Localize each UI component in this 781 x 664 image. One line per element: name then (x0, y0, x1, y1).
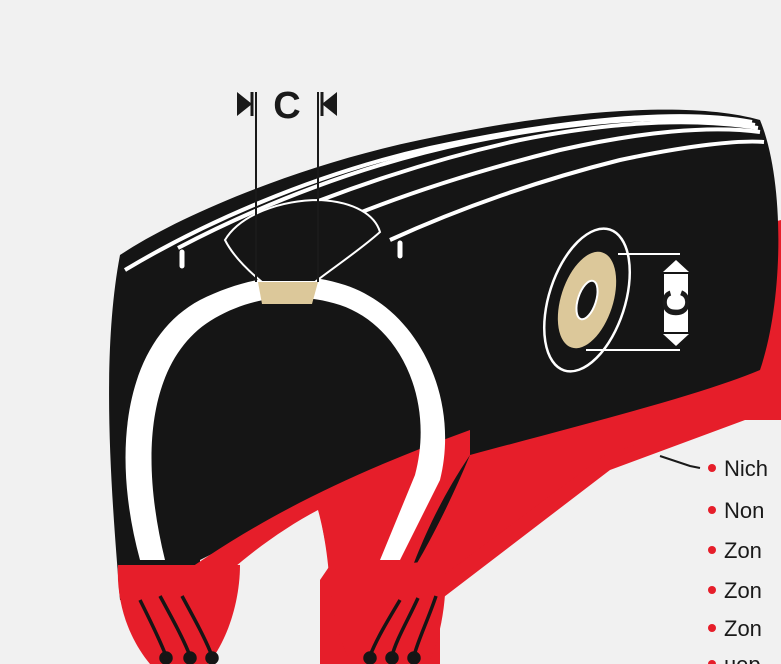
legend-bullet (708, 506, 716, 514)
legend-item: Zon (724, 538, 762, 563)
legend-item: Zon (724, 616, 762, 641)
right-inward-triangle-icon (322, 92, 337, 116)
right-bead-red (330, 560, 446, 664)
legend-item: нер (724, 652, 761, 664)
legend-list: Nich Non Zon Zon Zon нер (708, 456, 768, 664)
legend-bullet (708, 546, 716, 554)
left-inward-triangle-icon (237, 92, 252, 116)
puncture-patch-top (258, 282, 318, 304)
legend-item: Non (724, 498, 764, 523)
legend-bullet (708, 586, 716, 594)
top-dimension-label: C (273, 85, 300, 127)
legend-item: Nich (724, 456, 768, 481)
legend-bullet (708, 464, 716, 472)
legend-bullet (708, 624, 716, 632)
side-dimension-label: C (656, 289, 698, 316)
legend-bullet (708, 660, 716, 664)
legend-item: Zon (724, 578, 762, 603)
legend-leader-line (660, 456, 700, 468)
left-bead-red (118, 565, 240, 664)
